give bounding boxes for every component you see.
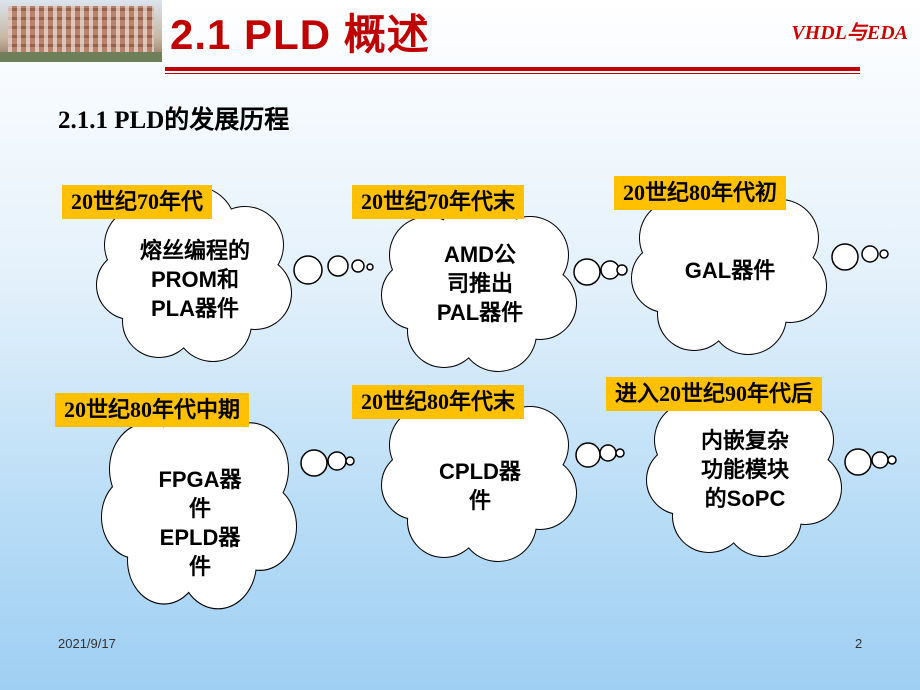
cloud-4-line-2: 件	[188, 496, 211, 521]
cloud-2-line-1: AMD公	[443, 242, 517, 267]
cloud-6-line-2: 功能模块	[700, 457, 789, 482]
era-tag-4: 20世纪80年代中期	[55, 393, 250, 427]
course-logo: VHDL与EDA	[791, 22, 908, 44]
cloud-1-bubbles	[293, 255, 374, 285]
cloud-6-line-3: 的SoPC	[704, 486, 786, 511]
header-building-photo	[0, 0, 162, 62]
cloud-text-5: CPLD器 件	[405, 457, 555, 515]
cloud-2-line-3: PAL器件	[436, 300, 524, 325]
era-tag-6: 进入20世纪90年代后	[606, 377, 823, 411]
cloud-4-line-1: FPGA器	[158, 467, 242, 492]
cloud-3-line-1: GAL器件	[684, 258, 776, 283]
title-rule-thick	[165, 67, 860, 71]
slide-title: 2.1 PLD 概述	[170, 11, 430, 58]
cloud-3-bubbles	[831, 243, 889, 271]
cloud-6-line-1: 内嵌复杂	[700, 428, 789, 453]
title-rule-thin	[165, 73, 860, 74]
cloud-text-4: FPGA器 件 EPLD器 件	[120, 465, 280, 581]
era-tag-1: 20世纪70年代	[62, 185, 213, 219]
footer-date: 2021/9/17	[58, 636, 116, 651]
era-tag-2: 20世纪70年代末	[352, 185, 525, 219]
cloud-text-2: AMD公 司推出 PAL器件	[405, 240, 555, 327]
cloud-text-3: GAL器件	[655, 256, 805, 285]
cloud-4-line-4: 件	[188, 554, 211, 579]
building-ground	[0, 52, 162, 62]
cloud-text-6: 内嵌复杂 功能模块 的SoPC	[665, 426, 825, 513]
era-tag-3: 20世纪80年代初	[614, 176, 787, 210]
cloud-text-1: 熔丝编程的 PROM和 PLA器件	[115, 236, 275, 323]
cloud-5-bubbles	[575, 442, 625, 468]
cloud-6-bubbles	[844, 448, 897, 476]
cloud-2-line-2: 司推出	[446, 271, 513, 296]
cloud-2-bubbles	[573, 258, 628, 286]
cloud-5-line-1: CPLD器	[439, 459, 521, 484]
page-number: 2	[855, 636, 863, 651]
era-tag-5: 20世纪80年代末	[352, 385, 525, 419]
cloud-4-line-3: EPLD器	[159, 525, 241, 550]
cloud-5-line-2: 件	[468, 488, 491, 513]
section-subtitle: 2.1.1 PLD的发展历程	[58, 107, 290, 134]
cloud-1-line-3: PLA器件	[150, 296, 239, 321]
cloud-4-bubbles	[300, 449, 355, 477]
cloud-1-line-2: PROM和	[150, 267, 239, 292]
building-facade	[8, 6, 154, 56]
cloud-1-line-1: 熔丝编程的	[139, 238, 250, 263]
